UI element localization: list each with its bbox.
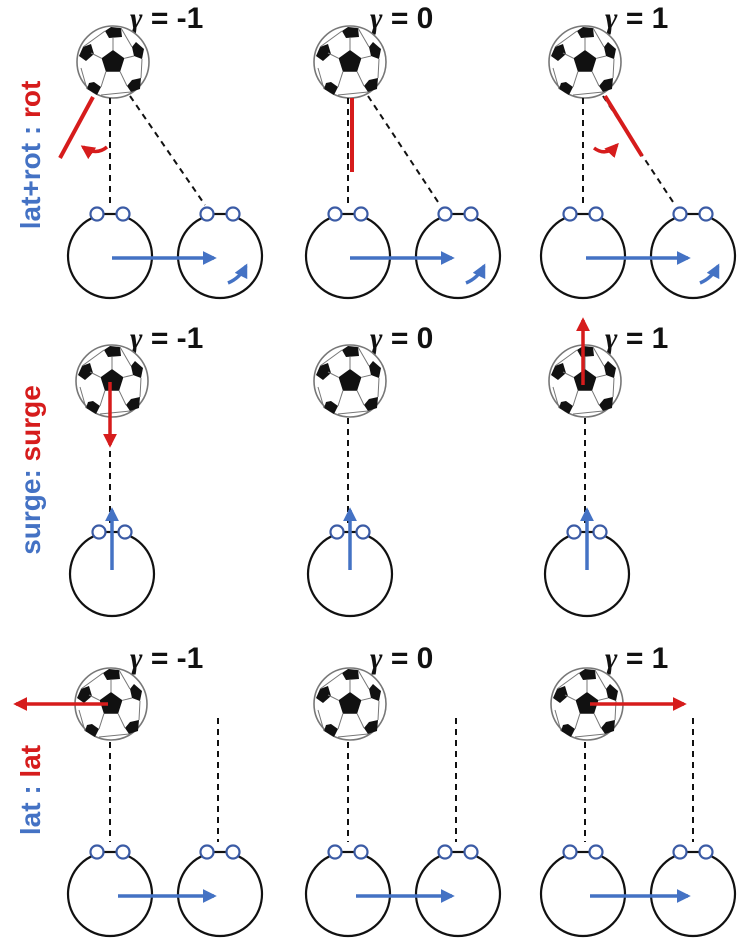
panel-r3-c1: γ = -1: [13, 642, 264, 938]
soccer-ball-icon: [313, 667, 387, 741]
agent-head-icon: [539, 206, 627, 300]
row-label-separator: :: [15, 778, 46, 803]
agent-head-icon: [66, 206, 154, 300]
panel-r2-c2: γ = 0: [306, 322, 433, 618]
panel-r1-c1: γ = -1: [58, 2, 264, 300]
panel-r3-c2: γ = 0: [304, 642, 502, 938]
row-label-lat-rot: lat+rot : rot: [15, 81, 46, 230]
soccer-ball-icon: [548, 25, 622, 99]
row-label-lat: lat : lat: [15, 745, 46, 835]
soccer-ball-icon: [76, 25, 150, 99]
panel-r1-c2: γ = 0: [304, 2, 502, 300]
gamma-label: γ = 0: [370, 322, 433, 355]
row-label-surge: surge: surge: [15, 385, 46, 555]
gamma-label: γ = -1: [130, 642, 203, 675]
soccer-ball-icon: [75, 344, 149, 418]
target-rotation-bar: [58, 96, 95, 159]
agent-head-icon: [176, 844, 264, 938]
row-label-separator: :: [15, 461, 46, 478]
gamma-label: γ = 0: [370, 2, 433, 35]
agent-head-icon: [649, 206, 737, 300]
gamma-label: γ = -1: [130, 322, 203, 355]
gamma-label: γ = 0: [370, 642, 433, 675]
curved-arrow-icon: [80, 145, 109, 160]
gamma-label: γ = 1: [605, 322, 668, 355]
curved-arrow-icon: [699, 263, 720, 285]
agent-head-icon: [649, 844, 737, 938]
panel-r3-c3: γ = 1: [539, 642, 737, 938]
curved-arrow-icon: [227, 263, 248, 285]
panel-r2-c3: γ = 1: [543, 317, 668, 618]
row-label-target: surge: [15, 385, 46, 461]
dashed-link: [129, 95, 206, 206]
gamma-label: γ = -1: [130, 2, 203, 35]
agent-head-icon: [414, 844, 502, 938]
panel-r1-c3: γ = 1: [539, 2, 737, 300]
row-label-agent: surge: [15, 479, 46, 555]
soccer-ball-icon: [548, 344, 622, 418]
agent-head-icon: [539, 844, 627, 938]
row-label-target: rot: [15, 81, 46, 118]
soccer-ball-icon: [313, 25, 387, 99]
agent-head-icon: [414, 206, 502, 300]
gamma-label: γ = 1: [605, 2, 668, 35]
panel-r2-c1: γ = -1: [68, 322, 203, 618]
target-rotation-bar: [603, 94, 644, 158]
row-label-agent: lat+rot: [15, 143, 46, 229]
agent-head-icon: [304, 844, 392, 938]
agent-head-icon: [66, 844, 154, 938]
curved-arrow-icon: [465, 263, 486, 285]
gamma-label: γ = 1: [605, 642, 668, 675]
dashed-link: [367, 95, 441, 206]
agent-head-icon: [176, 206, 264, 300]
curved-arrow-icon: [592, 142, 619, 158]
row-label-agent: lat: [15, 802, 46, 835]
soccer-ball-icon: [313, 344, 387, 418]
row-label-separator: :: [15, 118, 46, 143]
row-label-target: lat: [15, 745, 46, 778]
agent-head-icon: [304, 206, 392, 300]
